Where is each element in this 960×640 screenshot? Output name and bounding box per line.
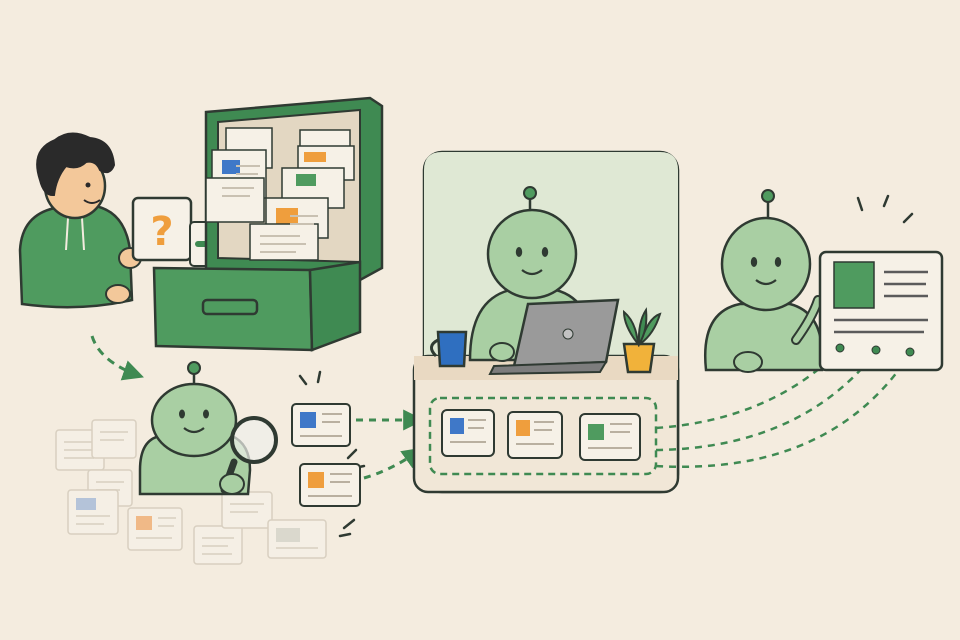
robot-presenting-icon <box>704 189 824 373</box>
document-icon <box>267 519 327 559</box>
document-icon <box>441 409 495 457</box>
mug-icon <box>430 330 468 368</box>
document-icon <box>291 403 351 447</box>
document-icon <box>299 463 361 507</box>
flow-connectors <box>655 349 912 468</box>
flow-arrow-down <box>90 335 144 381</box>
document-icon <box>67 489 119 535</box>
drawer-handle <box>201 298 259 316</box>
document-icon <box>818 250 944 372</box>
question-card-icon: ? <box>131 196 193 262</box>
document-icon <box>91 419 137 459</box>
document-icon <box>579 413 641 461</box>
flow-arrow-right-2 <box>363 447 424 480</box>
document-icon <box>193 525 243 565</box>
robot-magnifier-icon <box>138 361 278 496</box>
robot-laptop-icon <box>468 186 620 376</box>
selection-box <box>428 396 658 476</box>
cabinet-files <box>205 127 355 261</box>
scattered-documents <box>55 419 327 565</box>
person-icon <box>18 132 142 309</box>
file-cabinet-icon <box>152 96 384 352</box>
document-icon <box>127 507 183 551</box>
plant-icon <box>622 307 662 374</box>
question-mark: ? <box>150 209 173 255</box>
document-icon <box>507 411 563 459</box>
document-icon <box>221 491 273 529</box>
